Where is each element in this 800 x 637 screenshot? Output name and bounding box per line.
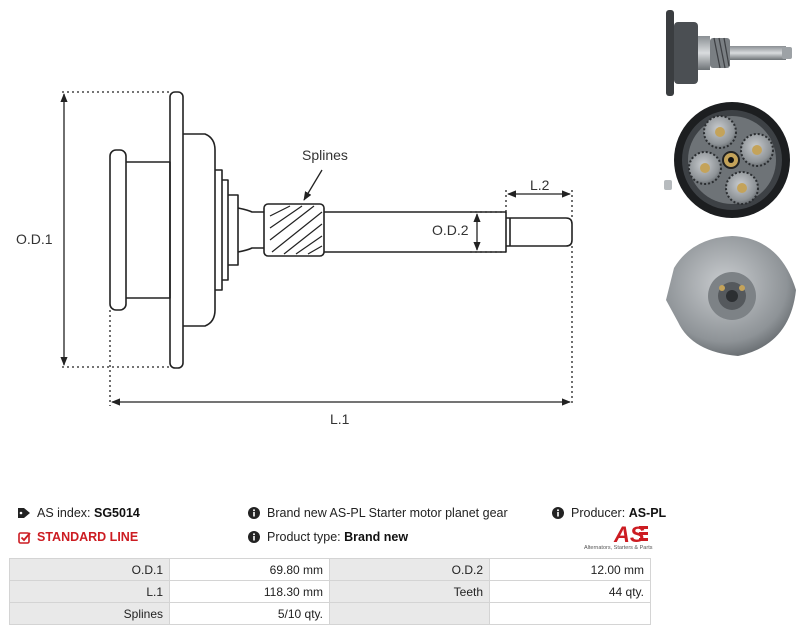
product-type-value: Brand new bbox=[344, 530, 409, 544]
spec-label: L.1 bbox=[9, 580, 170, 603]
as-pl-logo: AS bbox=[613, 522, 648, 547]
housing bbox=[183, 133, 216, 327]
od2-label: O.D.2 bbox=[432, 222, 469, 238]
spec-label: Teeth bbox=[329, 580, 490, 603]
disk-plate bbox=[169, 91, 184, 369]
spec-label: Splines bbox=[9, 602, 170, 625]
table-row: Splines 5/10 qty. bbox=[9, 602, 651, 625]
photo-back-disc bbox=[666, 236, 796, 356]
spec-value: 69.80 mm bbox=[169, 558, 330, 581]
product-photos bbox=[664, 10, 796, 356]
photo-side-view bbox=[666, 10, 792, 96]
l2-label: L.2 bbox=[530, 177, 550, 193]
spec-value: 44 qty. bbox=[489, 580, 651, 603]
l1-label: L.1 bbox=[330, 411, 350, 427]
product-type-label: Product type: bbox=[267, 530, 341, 544]
info-icon bbox=[246, 507, 262, 519]
product-info: AS index: SG5014 Brand new AS-PL Starter… bbox=[0, 498, 800, 558]
as-index-row: AS index: SG5014 bbox=[16, 506, 140, 520]
standard-line-text: STANDARD LINE bbox=[37, 530, 139, 544]
spline-section bbox=[263, 203, 325, 257]
description-row: Brand new AS-PL Starter motor planet gea… bbox=[246, 506, 508, 520]
table-row: O.D.1 69.80 mm O.D.2 12.00 mm bbox=[9, 558, 651, 581]
spec-table: O.D.1 69.80 mm O.D.2 12.00 mm L.1 118.30… bbox=[9, 558, 651, 625]
spec-label: O.D.1 bbox=[9, 558, 170, 581]
shaft bbox=[324, 211, 507, 253]
info-icon bbox=[550, 507, 566, 519]
producer-label: Producer: bbox=[571, 506, 626, 520]
logo-subtitle: Alternators, Starters & Parts bbox=[584, 545, 653, 551]
technical-drawing: O.D.1 L.1 L.2 O.D.2 Splines bbox=[16, 91, 573, 427]
spec-value: 5/10 qty. bbox=[169, 602, 330, 625]
tag-icon bbox=[16, 507, 32, 519]
od1-label: O.D.1 bbox=[16, 231, 53, 247]
drum-body bbox=[126, 161, 171, 299]
product-type-row: Product type: Brand new bbox=[246, 530, 408, 544]
producer-row: Producer: AS-PL bbox=[550, 506, 666, 520]
description-text: Brand new AS-PL Starter motor planet gea… bbox=[267, 506, 508, 520]
as-index-label: AS index: bbox=[37, 506, 91, 520]
spec-value: 12.00 mm bbox=[489, 558, 651, 581]
line-row: STANDARD LINE bbox=[16, 530, 138, 544]
splines-label: Splines bbox=[302, 147, 348, 163]
producer-value: AS-PL bbox=[628, 506, 667, 520]
spec-value: 118.30 mm bbox=[169, 580, 330, 603]
checkbox-icon bbox=[16, 531, 32, 544]
spec-label: O.D.2 bbox=[329, 558, 490, 581]
as-index-value: SG5014 bbox=[94, 506, 140, 520]
table-row: L.1 118.30 mm Teeth 44 qty. bbox=[9, 580, 651, 603]
info-icon bbox=[246, 531, 262, 543]
drum-rim bbox=[109, 149, 127, 311]
splines-leader bbox=[303, 169, 323, 201]
spec-label bbox=[329, 602, 490, 625]
photo-planet-gears bbox=[664, 102, 790, 218]
spec-value bbox=[489, 602, 651, 625]
shaft-tip bbox=[506, 217, 573, 247]
